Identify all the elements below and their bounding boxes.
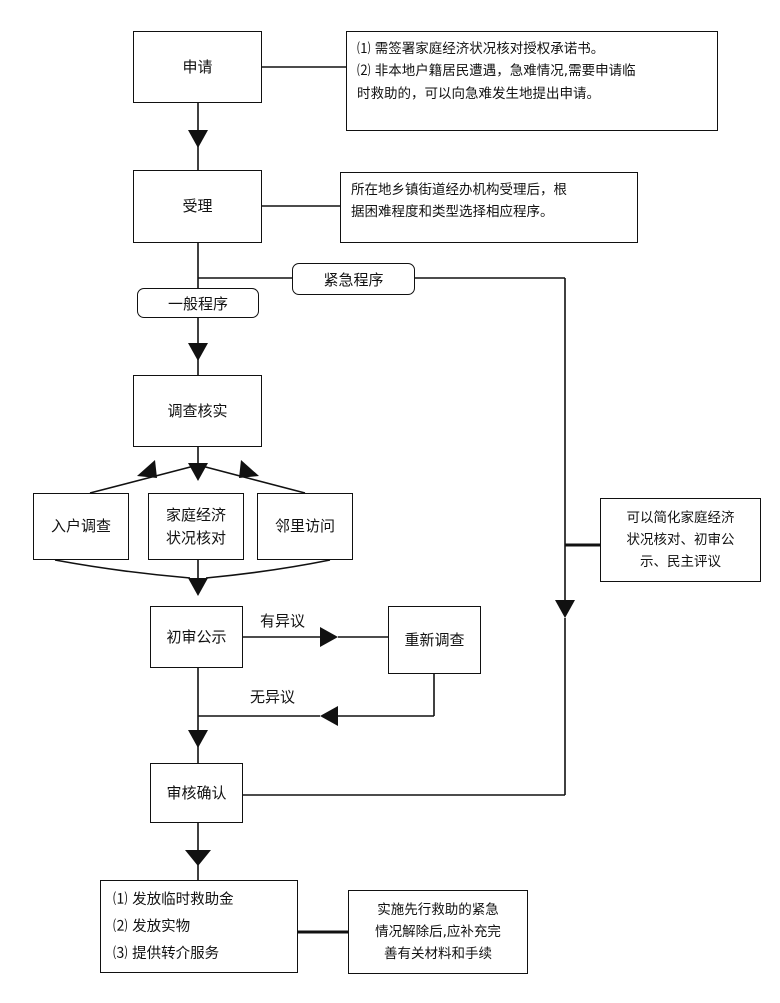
arrow-left-no-objection: [320, 706, 338, 726]
note-final-line-3: 善有关材料和手续: [384, 946, 492, 963]
note-final: 实施先行救助的紧急 情况解除后,应补充完 善有关材料和手续: [348, 890, 528, 974]
note-accept-line-1: 所在地乡镇街道经办机构受理后，根: [351, 182, 567, 198]
outcome-item-3: ⑶ 提供转介服务: [113, 945, 220, 962]
node-investigate: 调查核实: [133, 375, 262, 447]
node-investigate-label: 调查核实: [167, 401, 228, 420]
connector-split-right: [197, 464, 306, 494]
note-apply-line-1: ⑴ 需签署家庭经济状况核对授权承诺书。: [357, 41, 605, 57]
note-accept: 所在地乡镇街道经办机构受理后，根 据困难程度和类型选择相应程序。: [340, 172, 638, 243]
branch-general: 一般程序: [137, 288, 259, 318]
node-econ-check: 家庭经济 状况核对: [148, 493, 244, 560]
arrow-down-1: [188, 130, 208, 148]
note-apply: ⑴ 需签署家庭经济状况核对授权承诺书。 ⑵ 非本地户籍居民遭遇，急难情况,需要申…: [346, 31, 718, 131]
arrow-down-emergency: [555, 600, 575, 618]
label-no-objection: 无异议: [250, 688, 296, 706]
node-home-visit: 入户调查: [33, 493, 129, 560]
arrow-down-3: [188, 463, 208, 481]
node-approve: 审核确认: [150, 763, 243, 823]
outcome-item-2: ⑵ 发放实物: [113, 918, 191, 935]
node-reinvestigate-label: 重新调查: [404, 630, 465, 649]
branch-emergency: 紧急程序: [292, 263, 415, 295]
note-emergency-line-3: 示、民主评议: [640, 554, 721, 571]
note-final-line-2: 情况解除后,应补充完: [375, 923, 501, 940]
arrow-split-right: [239, 460, 259, 478]
arrow-down-approve: [188, 730, 208, 748]
node-publicity-label: 初审公示: [166, 627, 227, 646]
node-home-visit-label: 入户调查: [50, 517, 111, 536]
note-apply-line-3: 时救助的，可以向急难发生地提出申请。: [357, 85, 600, 102]
note-emergency-line-2: 状况核对、初审公: [626, 531, 735, 548]
node-apply-label: 申请: [182, 57, 213, 76]
arrow-down-outcomes: [185, 850, 211, 866]
node-publicity: 初审公示: [150, 606, 243, 668]
node-approve-label: 审核确认: [166, 783, 227, 802]
note-apply-line-2: ⑵ 非本地户籍居民遭遇，急难情况,需要申请临: [357, 63, 636, 80]
arrow-down-merge: [188, 578, 208, 596]
node-econ-check-label: 家庭经济 状况核对: [165, 506, 226, 547]
arrow-down-2: [188, 343, 208, 361]
note-emergency: 可以简化家庭经济 状况核对、初审公 示、民主评议: [600, 498, 761, 582]
node-neighbor: 邻里访问: [257, 493, 353, 560]
node-accept-label: 受理: [182, 197, 213, 216]
connector-merge-left: [54, 559, 191, 579]
arrow-split-left: [137, 460, 157, 478]
node-neighbor-label: 邻里访问: [274, 517, 335, 536]
node-outcomes: ⑴ 发放临时救助金 ⑵ 发放实物 ⑶ 提供转介服务: [100, 880, 298, 973]
node-reinvestigate: 重新调查: [388, 606, 481, 674]
connector-merge-right: [205, 559, 331, 579]
label-has-objection: 有异议: [260, 612, 306, 630]
note-accept-line-2: 据困难程度和类型选择相应程序。: [351, 204, 554, 221]
arrow-right-objection: [320, 627, 338, 647]
outcome-item-1: ⑴ 发放临时救助金: [113, 892, 234, 908]
node-apply: 申请: [133, 31, 262, 103]
connector-split-left: [89, 464, 199, 494]
node-accept: 受理: [133, 170, 262, 243]
branch-emergency-label: 紧急程序: [323, 270, 384, 289]
note-final-line-1: 实施先行救助的紧急: [377, 901, 499, 918]
branch-general-label: 一般程序: [167, 294, 228, 313]
note-emergency-line-1: 可以简化家庭经济: [626, 509, 735, 526]
